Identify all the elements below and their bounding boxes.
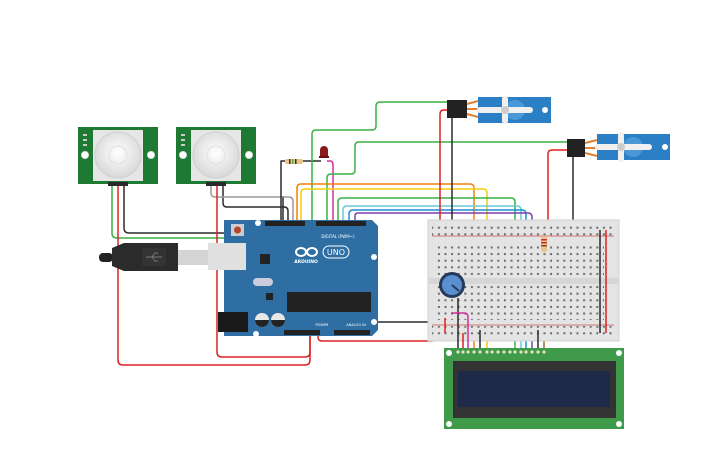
resistor-2[interactable]: [541, 236, 547, 252]
digital-header-right[interactable]: [316, 221, 366, 226]
led-red[interactable]: [319, 146, 329, 158]
arduino-logo-icon: [295, 247, 318, 257]
wire-pir2-vcc[interactable]: [216, 185, 311, 358]
lcd-screen: [458, 371, 610, 407]
servo2-connector: [567, 139, 585, 157]
wire-green-lcd[interactable]: [337, 197, 516, 352]
usb-cable: [99, 243, 208, 271]
power-rail-bottom[interactable]: [432, 326, 615, 338]
terminal-strip-top[interactable]: [436, 242, 604, 276]
wire-pir1-signal[interactable]: [111, 185, 303, 239]
arduino-uno[interactable]: UNO ARDUINO DIGITAL (PWM~) POWER ANALOG …: [208, 220, 378, 337]
terminal-strip-bottom[interactable]: [436, 286, 604, 320]
pir-sensor-1[interactable]: [78, 127, 158, 186]
power-header[interactable]: [284, 330, 320, 335]
lcd-pins: [456, 350, 546, 354]
wire-servo2-signal[interactable]: [326, 141, 568, 222]
atmega-chip: [287, 292, 371, 312]
wire-resistor-gnd[interactable]: [280, 160, 285, 222]
wire-cyan[interactable]: [342, 205, 522, 352]
wire-pir1-vcc[interactable]: [117, 185, 311, 366]
wire-servo1-signal[interactable]: [311, 101, 448, 222]
pir-dome: [94, 131, 142, 179]
resistor-1[interactable]: [285, 159, 303, 164]
pir-sensor-2[interactable]: [176, 127, 256, 186]
model-label: UNO: [327, 248, 345, 257]
brand-label: ARDUINO: [294, 259, 318, 265]
power-rail-top[interactable]: [432, 224, 615, 236]
wire-yellow[interactable]: [300, 188, 488, 352]
analog-label: ANALOG IN: [346, 323, 366, 327]
potentiometer[interactable]: [439, 272, 465, 352]
wire-pir1-gnd[interactable]: [123, 185, 284, 234]
digital-label: DIGITAL (PWM~): [321, 234, 355, 239]
usb-port: [208, 243, 246, 270]
wire-led-pin[interactable]: [327, 160, 334, 222]
wire-purple[interactable]: [354, 212, 533, 352]
servo1-connector: [447, 100, 467, 118]
wire-magenta-bb[interactable]: [451, 312, 469, 352]
wire-servo2-vcc[interactable]: [547, 149, 568, 236]
lcd-16x2[interactable]: [444, 348, 624, 429]
power-label: POWER: [316, 323, 330, 327]
servo-motor-2[interactable]: [567, 132, 670, 162]
analog-header[interactable]: [334, 330, 370, 335]
reset-button[interactable]: [234, 226, 241, 234]
wire-pir2-out[interactable]: [210, 185, 294, 222]
digital-header-left[interactable]: [265, 221, 305, 226]
wire-pir2-gnd[interactable]: [222, 185, 289, 222]
power-jack: [218, 312, 248, 332]
wire-orange[interactable]: [296, 183, 475, 352]
pir-dome: [192, 131, 240, 179]
usb-icon: [146, 252, 162, 262]
servo-motor-1[interactable]: [447, 96, 551, 124]
wire-servo1-vcc[interactable]: [439, 109, 448, 230]
